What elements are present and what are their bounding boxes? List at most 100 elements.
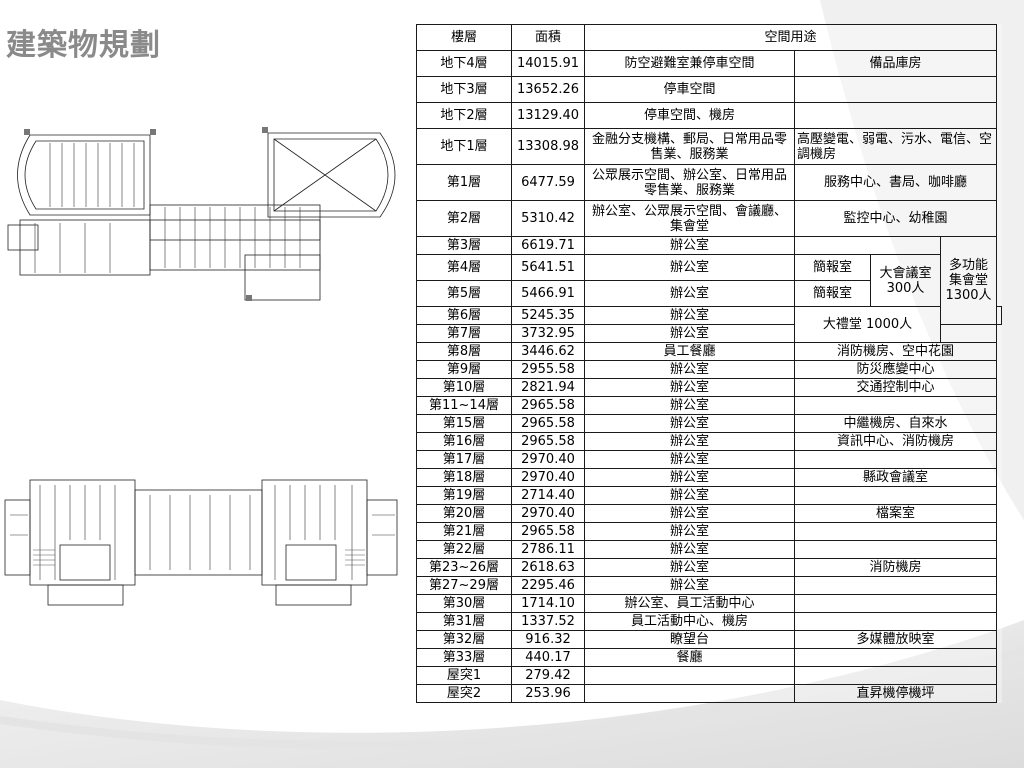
floor-cell: 第32層	[416, 630, 512, 649]
floor-cell: 第33層	[416, 648, 512, 667]
area-cell: 2970.40	[511, 468, 585, 487]
secondary-usage-cell: 備品庫房	[793, 50, 998, 77]
floor-cell: 第17層	[416, 450, 512, 469]
usage-cell: 辦公室	[584, 576, 795, 595]
usage-cell: 辦公室	[584, 360, 795, 379]
usage-cell: 員工活動中心、機房	[584, 612, 795, 631]
usage-cell: 停車空間	[584, 76, 795, 103]
area-cell: 13308.98	[511, 128, 585, 165]
assembly-hall-merged-cell: 多功能集會堂1300人	[939, 236, 998, 325]
area-cell: 2955.58	[511, 360, 585, 379]
floor-cell: 第3層	[416, 236, 512, 255]
usage-cell: 公眾展示空間、辦公室、日常用品零售業、服務業	[584, 164, 795, 201]
usage-cell: 瞭望台	[584, 630, 795, 649]
secondary-usage-cell	[794, 236, 941, 255]
floor-cell: 第7層	[416, 324, 512, 343]
floor-cell: 第31層	[416, 612, 512, 631]
area-cell: 5641.51	[511, 254, 585, 281]
floor-cell: 第6層	[416, 306, 512, 325]
usage-cell: 辦公室	[584, 432, 795, 451]
secondary-usage-cell: 防災應變中心	[793, 360, 998, 379]
header-usage: 空間用途	[583, 24, 998, 51]
secondary-usage-cell	[793, 76, 998, 103]
secondary-usage-cell: 中繼機房、自來水	[793, 414, 998, 433]
secondary-usage-cell	[793, 666, 998, 685]
floor-cell: 地下1層	[416, 128, 512, 165]
usage-cell: 辦公室	[584, 306, 795, 325]
secondary-usage-cell: 直昇機停機坪	[793, 684, 998, 703]
secondary-usage-cell	[793, 522, 998, 541]
floor-cell: 地下4層	[416, 50, 512, 77]
usage-cell: 辦公室、公眾展示空間、會議廳、集會堂	[584, 200, 795, 237]
floor-cell: 第1層	[416, 164, 512, 201]
floor-cell: 第10層	[416, 378, 512, 397]
floor-cell: 第27~29層	[416, 576, 512, 595]
usage-cell	[584, 684, 795, 703]
secondary-usage-cell: 服務中心、書局、咖啡廳	[793, 164, 998, 201]
secondary-usage-cell: 交通控制中心	[793, 378, 998, 397]
area-cell: 916.32	[511, 630, 585, 649]
secondary-usage-cell: 消防機房	[793, 558, 998, 577]
usage-cell: 金融分支機構、郵局、日常用品零售業、服務業	[584, 128, 795, 165]
area-cell: 6477.59	[511, 164, 585, 201]
area-cell: 1337.52	[511, 612, 585, 631]
secondary-usage-cell: 消防機房、空中花園	[793, 342, 998, 361]
header-area: 面積	[511, 24, 585, 51]
usage-cell: 辦公室	[584, 540, 795, 559]
secondary-usage-cell	[793, 486, 998, 505]
secondary-usage-cell: 簡報室	[794, 254, 871, 281]
floor-cell: 第8層	[416, 342, 512, 361]
usage-cell: 辦公室	[584, 558, 795, 577]
floor-cell: 第16層	[416, 432, 512, 451]
floor-cell: 第2層	[416, 200, 512, 237]
area-cell: 2965.58	[511, 396, 585, 415]
secondary-usage-cell: 監控中心、幼稚園	[793, 200, 998, 237]
table-header-row: 樓層面積空間用途	[416, 24, 1002, 51]
secondary-usage-cell: 高壓變電、弱電、污水、電信、空調機房	[793, 128, 998, 165]
slide-title: 建築物規劃	[6, 28, 161, 63]
floor-cell: 屋突1	[416, 666, 512, 685]
secondary-usage-cell	[793, 576, 998, 595]
floor-cell: 第11~14層	[416, 396, 512, 415]
secondary-usage-cell	[793, 396, 998, 415]
usage-cell	[584, 666, 795, 685]
usage-cell: 辦公室	[584, 504, 795, 523]
area-cell: 3732.95	[511, 324, 585, 343]
usage-cell: 辦公室	[584, 324, 795, 343]
area-cell: 253.96	[511, 684, 585, 703]
usage-cell: 辦公室	[584, 522, 795, 541]
area-cell: 14015.91	[511, 50, 585, 77]
floor-cell: 第23~26層	[416, 558, 512, 577]
area-cell: 3446.62	[511, 342, 585, 361]
floor-plan-upper-image	[7, 127, 396, 301]
secondary-usage-cell	[793, 450, 998, 469]
area-cell: 2965.58	[511, 522, 585, 541]
area-cell: 2970.40	[511, 504, 585, 523]
usage-cell: 辦公室	[584, 280, 795, 307]
secondary-usage-cell	[793, 648, 998, 667]
usage-cell: 辦公室	[584, 450, 795, 469]
secondary-usage-cell: 檔案室	[793, 504, 998, 523]
usage-cell: 停車空間、機房	[584, 102, 795, 129]
area-cell: 440.17	[511, 648, 585, 667]
secondary-usage-cell	[793, 540, 998, 559]
secondary-usage-cell	[793, 594, 998, 613]
area-cell: 2821.94	[511, 378, 585, 397]
